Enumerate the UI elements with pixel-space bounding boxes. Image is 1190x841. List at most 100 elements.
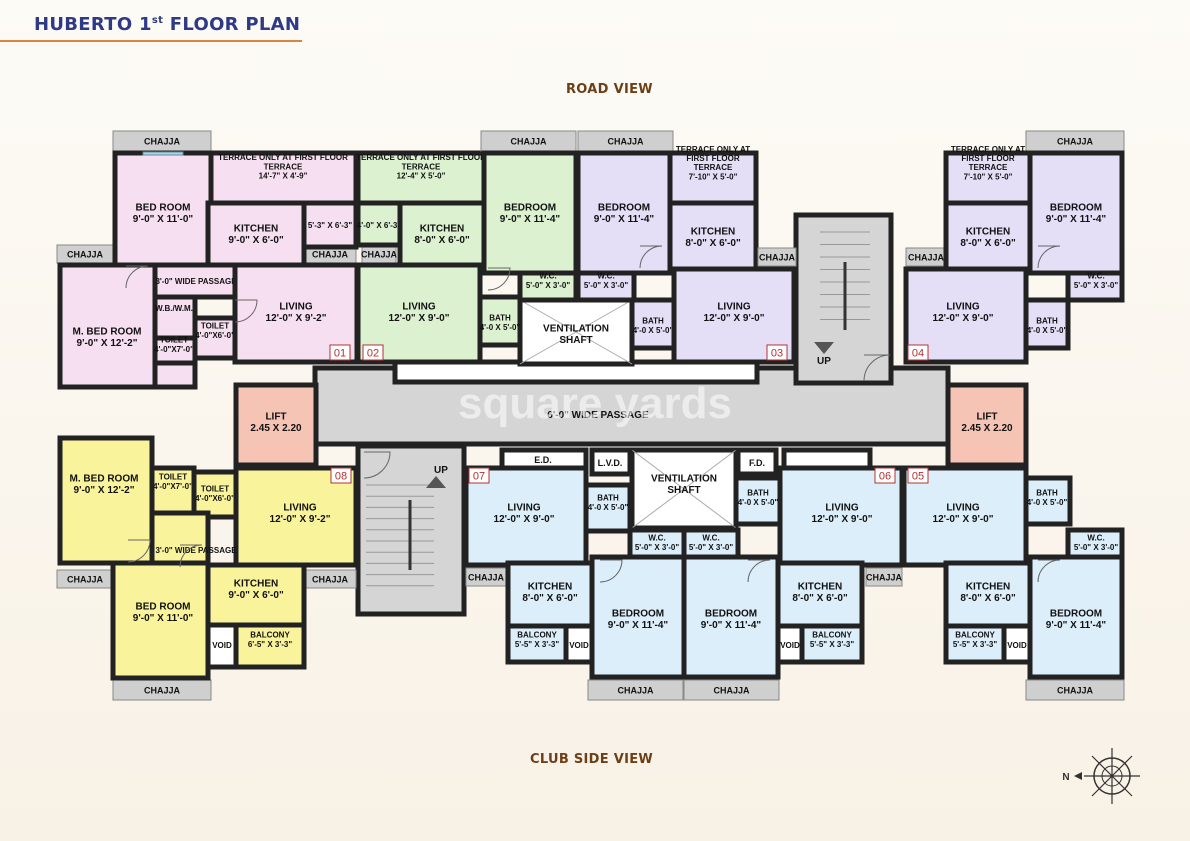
chajja-07-left-label: CHAJJA — [468, 573, 505, 583]
m-bed-room-01 — [57, 262, 158, 390]
staircase-top-up-label: UP — [817, 356, 831, 367]
staircase-top-arrow — [814, 342, 834, 354]
void-08-label: VOID — [212, 641, 232, 650]
compass-north-arrow — [1074, 772, 1082, 780]
kitchen-03 — [667, 200, 759, 272]
wc-04-label: W.C.5'-0" X 3'-0" — [1074, 272, 1119, 290]
door-01-living — [234, 299, 258, 323]
chajja-01-right-label: CHAJJA — [312, 250, 349, 260]
dim-40x63-label: 4'-0" X 6'-3" — [357, 221, 402, 230]
chajja-05-left — [865, 567, 903, 587]
chajja-05-left-label: CHAJJA — [866, 573, 903, 583]
club-side-view-label: CLUB SIDE VIEW — [530, 752, 654, 767]
unit-u04-badge — [907, 344, 929, 361]
unit-u06-number: 06 — [879, 471, 891, 483]
door-05-bed — [1037, 559, 1061, 583]
toilet-d-08 — [191, 469, 239, 520]
living-06 — [777, 465, 905, 568]
chajja-01-left-label: CHAJJA — [67, 250, 104, 260]
m-bed-room-08 — [57, 435, 155, 566]
wc-07-label: W.C.5'-0" X 3'-0" — [635, 534, 680, 552]
unit-u08-badge — [330, 467, 352, 484]
void-06-label: VOID — [780, 641, 800, 650]
passage-08-label: 3'-0" WIDE PASSAGE — [155, 546, 237, 555]
chajja-03-top-label: CHAJJA — [607, 137, 644, 147]
chajja-08-bottom-label: CHAJJA — [144, 686, 181, 696]
watermark-text: square yards — [458, 379, 732, 428]
bath-02 — [477, 294, 523, 348]
unit-u01-badge — [329, 344, 351, 361]
chajja-03-right-label: CHAJJA — [759, 253, 796, 263]
passage-08-box — [149, 510, 211, 566]
staircase-bottom-up-label: UP — [434, 465, 448, 476]
title-underline — [0, 40, 302, 42]
unit-u01-number: 01 — [334, 348, 346, 360]
chajja-07-bottom — [587, 679, 684, 701]
unit-u02-badge — [362, 344, 384, 361]
wc-05-label: W.C.5'-0" X 3'-0" — [1074, 534, 1119, 552]
wc-06 — [681, 527, 741, 560]
bedroom-05 — [1027, 554, 1125, 680]
dim-01-box — [301, 200, 359, 250]
toilet-a-01 — [152, 335, 198, 366]
wbwm-label: W.B./W.M. — [155, 304, 193, 313]
unit-u02-number: 02 — [367, 348, 379, 360]
unit-u04-number: 04 — [912, 348, 924, 360]
balcony-06 — [799, 623, 865, 665]
door-08-bed — [179, 544, 203, 568]
road-view-label: ROAD VIEW — [566, 82, 653, 97]
unit-u08-number: 08 — [335, 471, 347, 483]
door-04-bed — [1037, 245, 1061, 269]
chajja-06-bottom — [683, 679, 780, 701]
living-02 — [355, 262, 483, 365]
unit-u05-number: 05 — [912, 471, 924, 483]
void-05-label: VOID — [1007, 641, 1027, 650]
void-07-label: VOID — [569, 641, 589, 650]
ed-label: E.D. — [534, 455, 552, 465]
fd-label: F.D. — [749, 458, 765, 468]
chajja-02-top-label: CHAJJA — [510, 137, 547, 147]
kitchen-06 — [775, 560, 865, 629]
unit-u03-badge — [766, 344, 788, 361]
bath-04 — [1023, 297, 1071, 351]
bed-room-08 — [110, 560, 211, 681]
chajja-02-left-label: CHAJJA — [361, 250, 398, 260]
lift-right — [945, 382, 1029, 468]
wc-02-label: W.C.5'-0" X 3'-0" — [526, 272, 571, 290]
balcony-07 — [505, 623, 569, 665]
wc-03-label: W.C.5'-0" X 3'-0" — [584, 272, 629, 290]
fd-box — [735, 447, 779, 477]
unit-u05-badge — [907, 467, 929, 484]
lift-left — [233, 382, 319, 468]
void-08 — [205, 622, 239, 670]
door-06-bed — [747, 559, 771, 583]
